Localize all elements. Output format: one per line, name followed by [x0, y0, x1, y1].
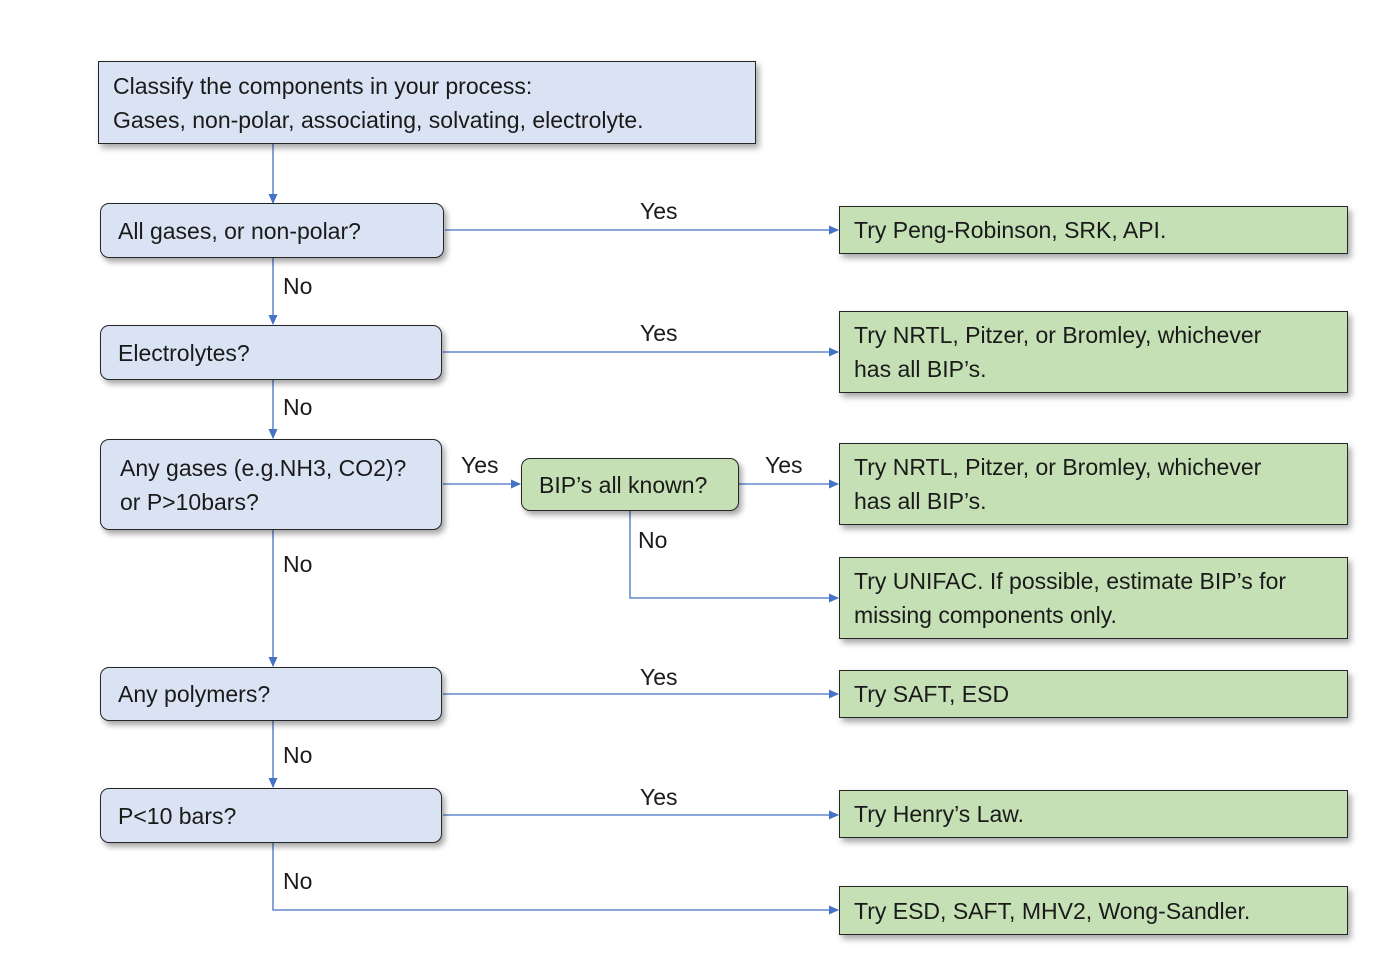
connector-pressure-no: [272, 843, 839, 915]
question-label: Electrolytes?: [118, 339, 250, 366]
label-yes-bips: Yes: [765, 452, 803, 478]
question-any-gases: Any gases (e.g.NH3, CO2)? or P>10bars?: [100, 439, 442, 530]
question-all-gases-nonpolar: All gases, or non-polar?: [100, 203, 444, 258]
label-yes-pressure: Yes: [640, 784, 678, 810]
result-line-1: Try UNIFAC. If possible, estimate BIP’s …: [854, 568, 1287, 594]
question-bips-known: BIP’s all known?: [521, 458, 739, 511]
label-no-bips: No: [638, 527, 668, 553]
result-line-1: Try NRTL, Pitzer, or Bromley, whichever: [854, 322, 1262, 348]
label-no-gases: No: [283, 273, 313, 299]
result-line-2: has all BIP’s.: [854, 488, 987, 514]
result-saft-esd: Try SAFT, ESD: [839, 670, 1348, 718]
result-line-1: Try NRTL, Pitzer, or Bromley, whichever: [854, 454, 1262, 480]
question-pressure: P<10 bars?: [100, 788, 442, 843]
label-yes-anygases: Yes: [461, 452, 499, 478]
result-label: Try Henry’s Law.: [854, 801, 1024, 827]
question-electrolytes: Electrolytes?: [100, 325, 442, 380]
label-no-pressure: No: [283, 868, 313, 894]
question-label: BIP’s all known?: [539, 471, 708, 498]
result-henrys-law: Try Henry’s Law.: [839, 790, 1348, 838]
start-line-1: Classify the components in your process:: [113, 72, 533, 99]
result-nrtl-bips-known: Try NRTL, Pitzer, or Bromley, whichever …: [839, 443, 1348, 525]
result-unifac: Try UNIFAC. If possible, estimate BIP’s …: [839, 557, 1348, 639]
question-label: P<10 bars?: [118, 802, 237, 829]
label-yes-electrolytes: Yes: [640, 320, 678, 346]
start-node: Classify the components in your process:…: [98, 61, 756, 144]
question-line-1: Any gases (e.g.NH3, CO2)?: [120, 454, 407, 481]
label-no-electrolytes: No: [283, 394, 313, 420]
result-peng-robinson: Try Peng-Robinson, SRK, API.: [839, 206, 1348, 254]
label-no-polymers: No: [283, 742, 313, 768]
label-no-anygases: No: [283, 551, 313, 577]
result-esd-saft-mhv2: Try ESD, SAFT, MHV2, Wong-Sandler.: [839, 886, 1348, 935]
result-line-2: has all BIP’s.: [854, 356, 987, 382]
question-label: Any polymers?: [118, 681, 271, 707]
result-label: Try Peng-Robinson, SRK, API.: [854, 217, 1167, 243]
connector-bips-no: [629, 511, 839, 603]
question-label: All gases, or non-polar?: [118, 217, 361, 244]
result-label: Try ESD, SAFT, MHV2, Wong-Sandler.: [854, 897, 1251, 924]
label-yes-gases: Yes: [640, 198, 678, 224]
result-nrtl-electrolytes: Try NRTL, Pitzer, or Bromley, whichever …: [839, 311, 1348, 393]
question-polymers: Any polymers?: [100, 667, 442, 721]
label-yes-polymers: Yes: [640, 664, 678, 690]
result-label: Try SAFT, ESD: [854, 681, 1010, 707]
start-line-2: Gases, non-polar, associating, solvating…: [113, 106, 644, 133]
result-line-2: missing components only.: [854, 602, 1117, 628]
question-line-2: or P>10bars?: [120, 488, 259, 515]
